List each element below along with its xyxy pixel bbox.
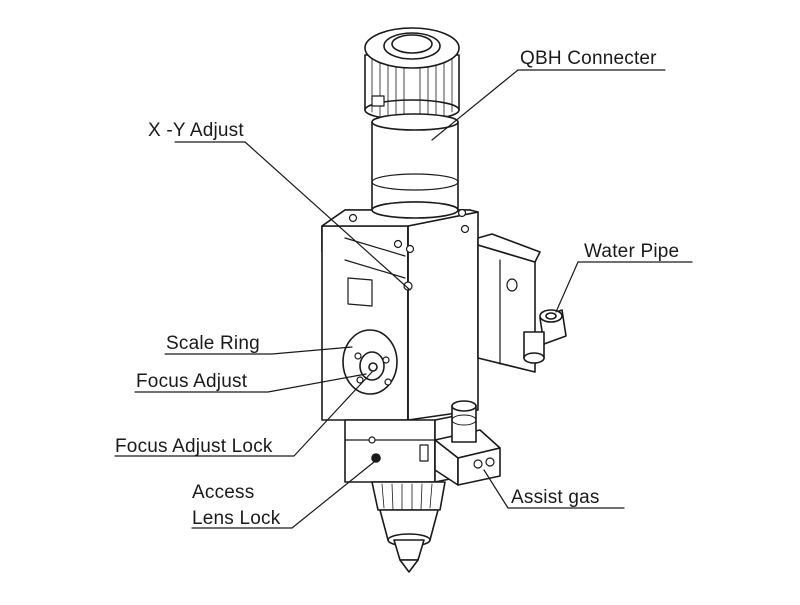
label-focus-adjust: Focus Adjust [136, 371, 248, 392]
focus-adjust-lock-leader [114, 371, 373, 457]
focus-adjust-leader [134, 373, 367, 393]
main-body [321, 201, 479, 421]
label-xy-adjust: X -Y Adjust [148, 120, 244, 141]
label-focus-adjust-lock: Focus Adjust Lock [115, 436, 273, 457]
label-water-pipe: Water Pipe [584, 241, 680, 262]
lens-lock-leader [191, 461, 375, 529]
qbh-connector [364, 27, 460, 121]
assist-gas-leader [483, 469, 509, 509]
label-lens-lock: Lens Lock [192, 508, 281, 529]
xy-adjust-leader [174, 141, 411, 291]
scale-ring-leader [164, 346, 353, 355]
label-qbh-connecter: QBH Connecter [520, 48, 657, 69]
label-scale-ring: Scale Ring [166, 333, 260, 354]
water-pipe-bracket [477, 233, 541, 373]
label-access: Access [192, 482, 255, 503]
water-pipe-fitting [523, 309, 567, 364]
focus-adjust-disc [342, 329, 398, 395]
water-pipe-leader [555, 261, 579, 313]
qbh-leader [431, 69, 519, 141]
nozzle [371, 481, 446, 573]
label-assist-gas: Assist gas [511, 487, 600, 508]
assist-gas-block [434, 400, 501, 486]
leader-lines [114, 69, 693, 529]
